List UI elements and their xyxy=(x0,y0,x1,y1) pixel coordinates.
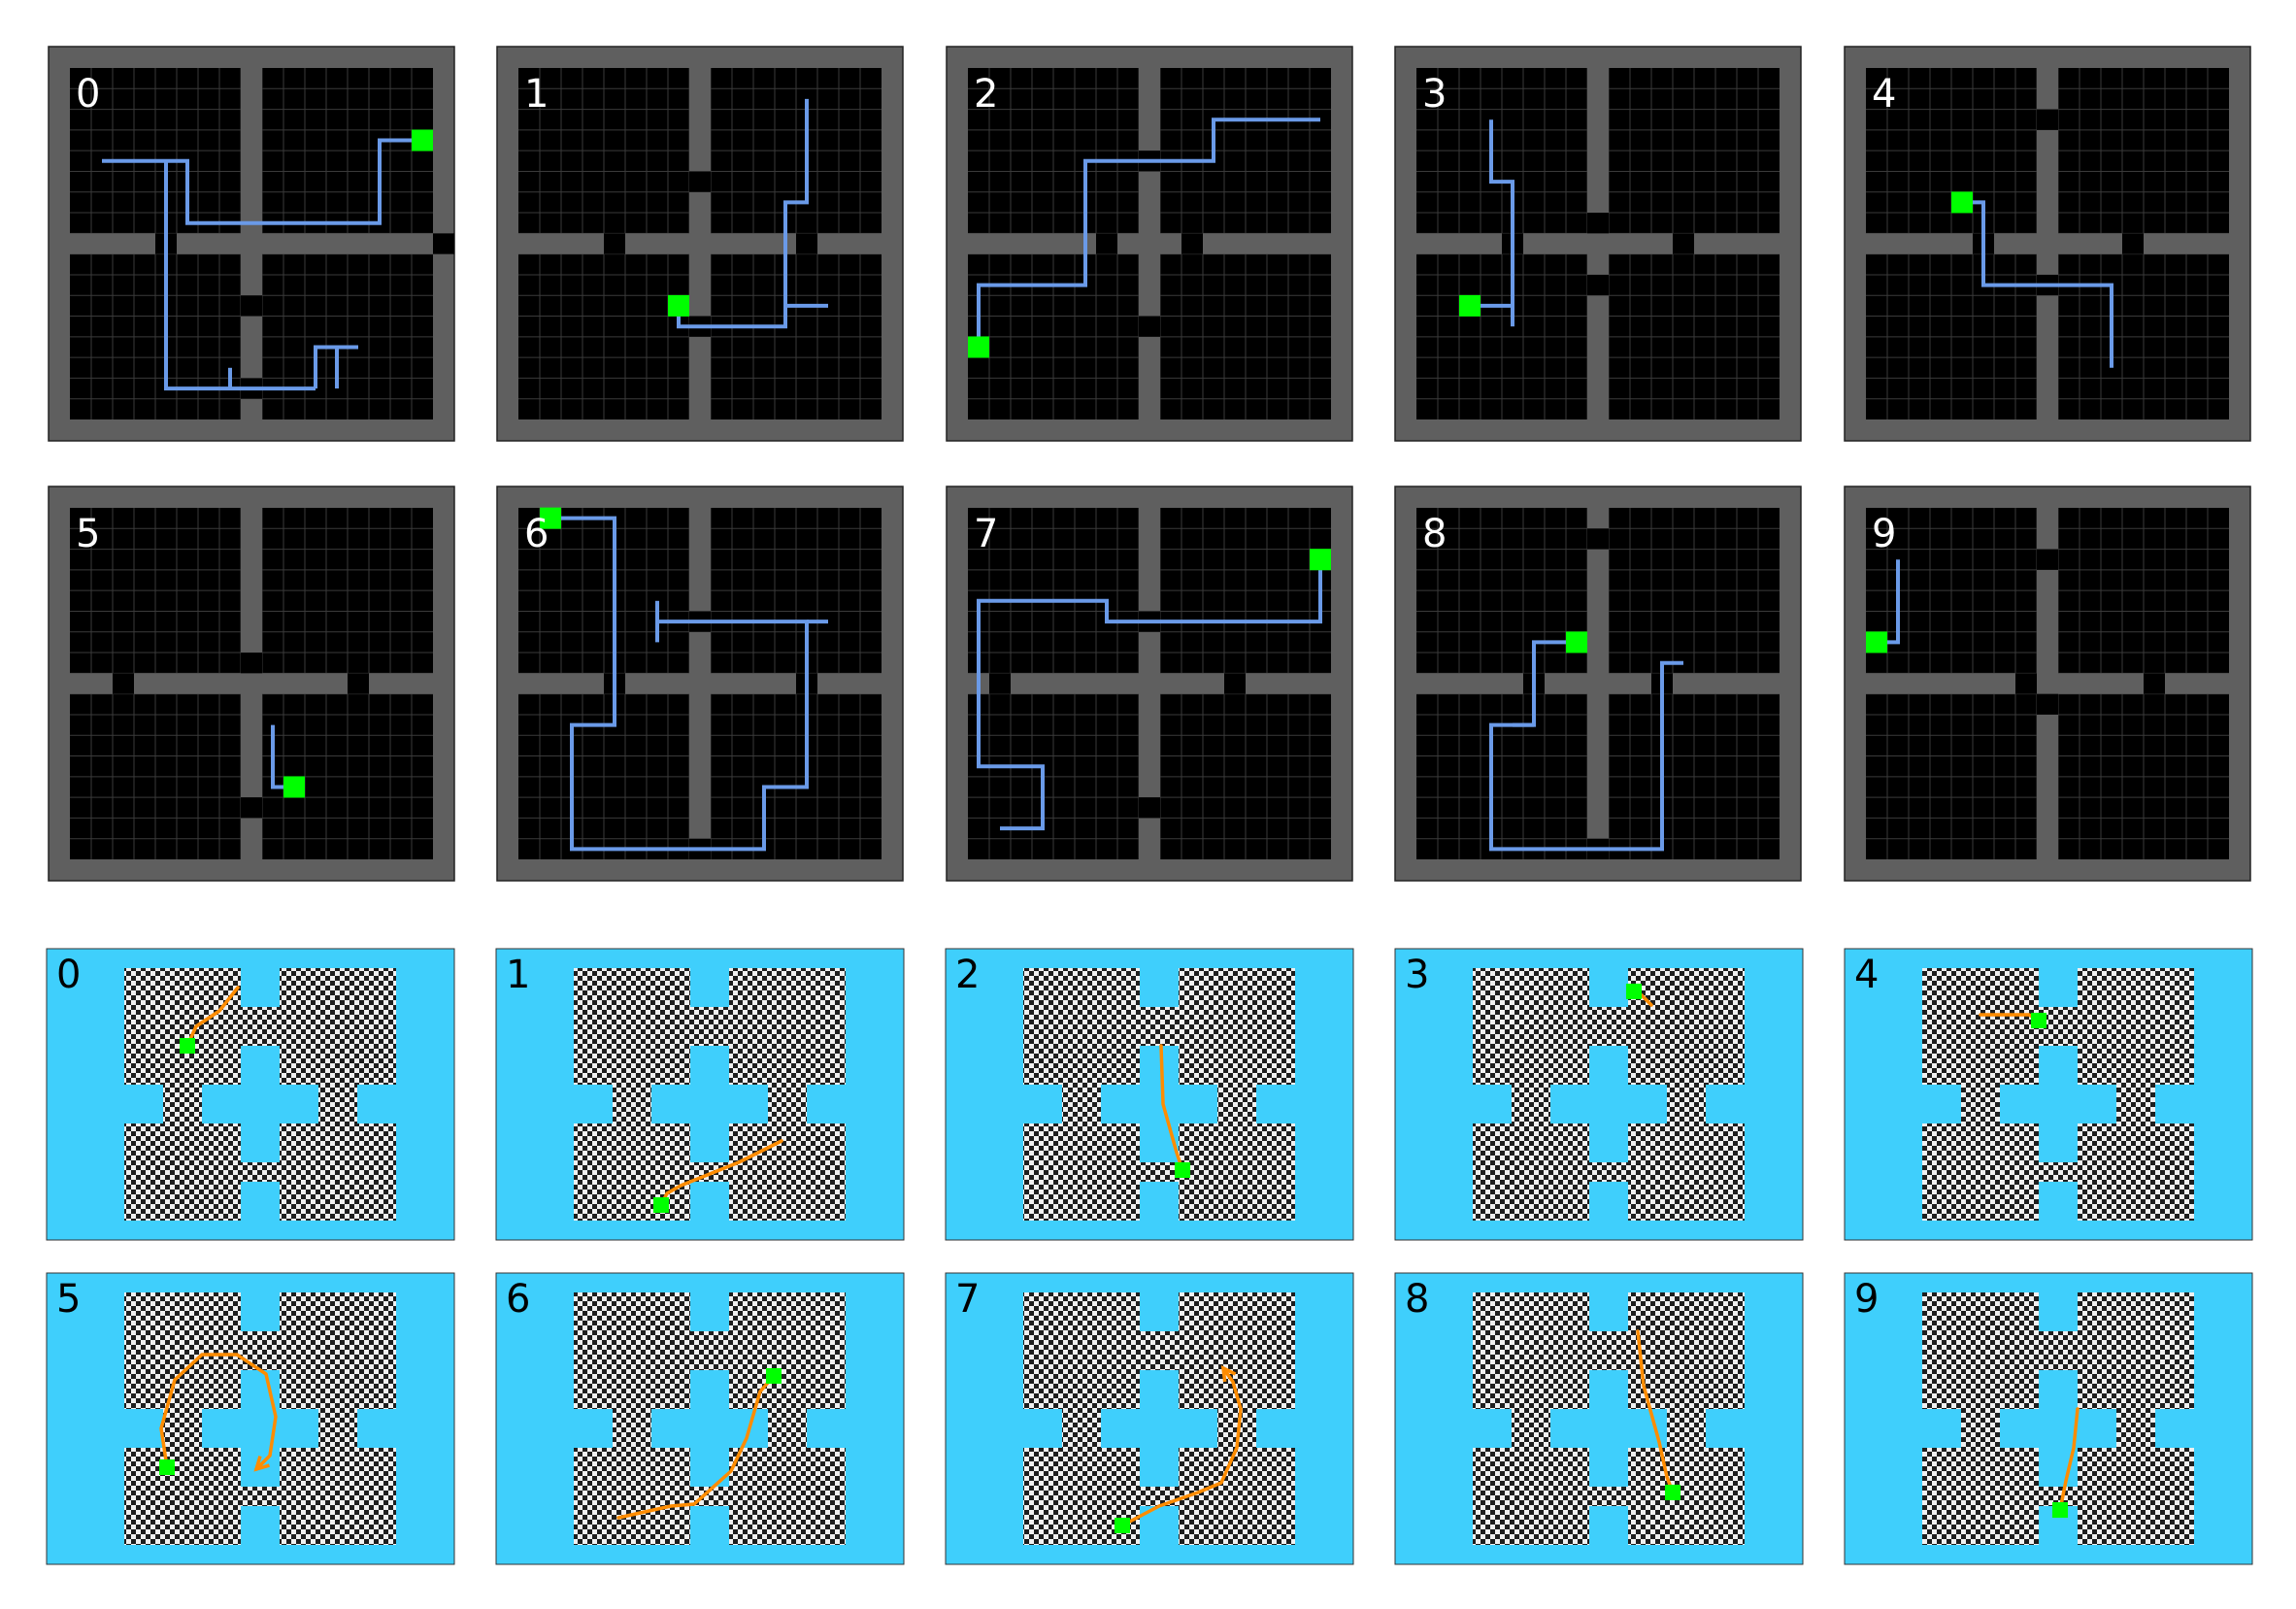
agent-marker xyxy=(1866,631,1887,653)
agent-marker xyxy=(1626,984,1642,999)
door xyxy=(113,673,134,693)
agent-marker xyxy=(180,1038,195,1054)
panel-label: 4 xyxy=(1872,72,1896,117)
horizontal-wall xyxy=(968,673,1331,693)
door xyxy=(2015,673,2037,693)
door xyxy=(989,673,1011,693)
agent-marker xyxy=(1566,631,1587,653)
agent-marker xyxy=(1310,549,1331,570)
horizontal-wall xyxy=(1866,233,2229,253)
maze-panel-7: 7 xyxy=(946,1273,1353,1564)
agent-marker xyxy=(968,336,989,357)
agent-marker xyxy=(1459,295,1481,317)
door xyxy=(1096,233,1117,253)
panel-label: 8 xyxy=(1405,1277,1429,1322)
panel-label: 1 xyxy=(506,953,530,997)
agent-marker xyxy=(1951,191,1973,213)
maze-panel-9: 9 xyxy=(1845,1273,2252,1564)
panel-label: 9 xyxy=(1854,1277,1879,1322)
grid-panel-9: 9 xyxy=(1845,486,2250,881)
door xyxy=(2037,110,2058,130)
maze-panel-0: 0 xyxy=(47,949,454,1240)
maze-panel-5: 5 xyxy=(47,1273,454,1564)
agent-marker xyxy=(2031,1013,2046,1028)
door xyxy=(2037,694,2058,715)
door xyxy=(1224,673,1246,693)
door xyxy=(1587,213,1609,233)
door xyxy=(796,233,817,253)
panel-label: 1 xyxy=(524,72,549,117)
panel-label: 6 xyxy=(524,512,549,556)
door xyxy=(1139,797,1160,818)
grid-panel-1: 1 xyxy=(497,47,903,441)
panel-label: 9 xyxy=(1872,512,1896,556)
agent-marker xyxy=(766,1368,782,1384)
door xyxy=(604,233,625,253)
agent-marker xyxy=(2052,1502,2068,1518)
panel-label: 7 xyxy=(974,512,998,556)
panel-label: 2 xyxy=(974,72,998,117)
maze-panel-4: 4 xyxy=(1845,949,2252,1240)
panel-label: 4 xyxy=(1854,953,1879,997)
horizontal-wall xyxy=(518,673,882,693)
maze-panel-3: 3 xyxy=(1395,949,1803,1240)
grid-panel-0: 0 xyxy=(49,47,454,441)
agent-marker xyxy=(653,1197,669,1213)
door xyxy=(348,673,369,693)
panel-label: 3 xyxy=(1405,953,1429,997)
horizontal-wall xyxy=(1866,673,2229,693)
maze-panel-1: 1 xyxy=(496,949,904,1240)
agent-marker xyxy=(412,130,433,151)
panel-label: 5 xyxy=(56,1277,81,1322)
agent-marker xyxy=(159,1459,175,1475)
panel-label: 7 xyxy=(955,1277,980,1322)
agent-marker xyxy=(283,776,305,797)
door xyxy=(241,295,262,316)
door xyxy=(2037,550,2058,570)
agent-marker xyxy=(1175,1162,1190,1178)
grid-panel-2: 2 xyxy=(947,47,1352,441)
maze-panel-8: 8 xyxy=(1395,1273,1803,1564)
door xyxy=(1673,233,1694,253)
door xyxy=(2144,673,2165,693)
grid-panel-4: 4 xyxy=(1845,47,2250,441)
horizontal-wall xyxy=(1416,673,1780,693)
door xyxy=(689,171,711,191)
door xyxy=(2122,233,2144,253)
panel-label: 0 xyxy=(76,72,100,117)
agent-marker xyxy=(668,295,689,317)
agent-marker xyxy=(1665,1485,1680,1500)
panel-label: 8 xyxy=(1422,512,1447,556)
horizontal-wall xyxy=(518,233,882,253)
door xyxy=(1587,275,1609,295)
panel-label: 5 xyxy=(76,512,100,556)
door xyxy=(1139,317,1160,337)
door xyxy=(241,797,262,818)
panel-label: 6 xyxy=(506,1277,530,1322)
grid-panel-6: 6 xyxy=(497,486,903,881)
maze-panel-6: 6 xyxy=(496,1273,904,1564)
grid-panel-5: 5 xyxy=(49,486,454,881)
horizontal-wall xyxy=(968,233,1331,253)
panel-label: 0 xyxy=(56,953,81,997)
maze-panel-2: 2 xyxy=(946,949,1353,1240)
door xyxy=(1587,528,1609,549)
door xyxy=(1181,233,1203,253)
horizontal-wall xyxy=(70,233,433,253)
grid-panel-7: 7 xyxy=(947,486,1352,881)
door xyxy=(241,653,262,673)
agent-marker xyxy=(1115,1518,1130,1533)
panel-label: 2 xyxy=(955,953,980,997)
panel-label: 3 xyxy=(1422,72,1447,117)
grid-panel-3: 3 xyxy=(1395,47,1801,441)
door xyxy=(433,233,454,253)
grid-panel-8: 8 xyxy=(1395,486,1801,881)
horizontal-wall xyxy=(1416,233,1780,253)
